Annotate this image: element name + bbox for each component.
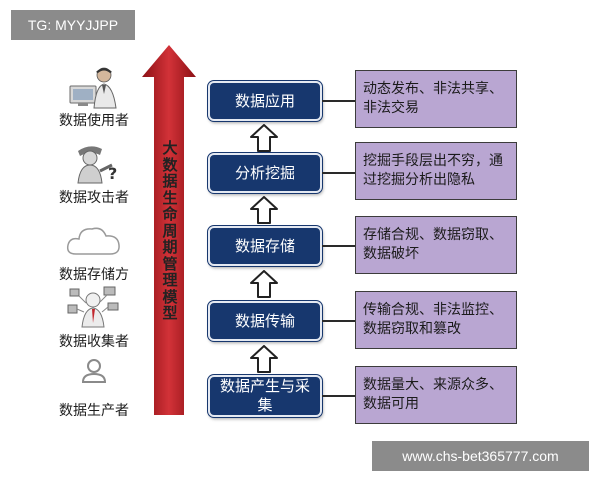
url-watermark: www.chs-bet365777.com [372,441,589,471]
person-icon [81,359,107,383]
connector-line [322,320,356,322]
actor-data-producer: 数据生产者 [44,354,144,420]
up-arrow-icon [250,270,278,298]
stage-label: 数据存储 [234,236,295,255]
risk-text: 数据量大、来源众多、数据可用 [363,377,503,412]
stage-data-application: 数据应用 [208,81,322,121]
tg-watermark: TG: MYYJJPP [11,10,135,40]
actor-data-attacker: ? 数据攻击者 [44,141,144,207]
connector-line [322,395,356,397]
stage-label: 数据应用 [234,91,295,110]
risk-box-generation: 数据量大、来源众多、数据可用 [355,366,517,424]
stage-data-transmission: 数据传输 [208,301,322,341]
risk-text: 传输合规、非法监控、数据窃取和篡改 [363,302,503,337]
actor-label: 数据生产者 [59,403,129,419]
lifecycle-arrow-icon [142,45,196,415]
risk-text: 挖掘手段层出不穷，通过挖掘分析出隐私 [363,153,503,188]
actor-label: 数据攻击者 [59,190,129,206]
connector-line [322,245,356,247]
stage-label: 数据产生与采集 [219,377,310,414]
risk-box-storage: 存储合规、数据窃取、数据破坏 [355,216,517,274]
risk-box-analysis: 挖掘手段层出不穷，通过挖掘分析出隐私 [355,142,517,200]
actor-label: 数据使用者 [59,113,129,129]
collector-icon [67,286,119,328]
connector-line [322,172,356,174]
stage-data-generation-collection: 数据产生与采集 [208,375,322,417]
svg-text:?: ? [108,164,117,183]
up-arrow-icon [250,345,278,373]
actor-label: 数据存储方 [59,267,129,283]
up-arrow-icon [250,124,278,152]
hacker-question-icon: ? [77,146,117,184]
model-title: 大数据生命周期管理模型 [162,139,178,322]
actor-data-user: 数据使用者 [44,64,144,130]
actor-label: 数据收集者 [59,334,129,350]
risk-text: 存储合规、数据窃取、数据破坏 [363,227,503,262]
stage-data-storage: 数据存储 [208,226,322,266]
connector-line [322,100,356,102]
risk-box-application: 动态发布、非法共享、非法交易 [355,70,517,128]
risk-text: 动态发布、非法共享、非法交易 [363,81,503,116]
actor-data-collector: 数据收集者 [44,285,144,351]
up-arrow-icon [250,196,278,224]
actor-data-storage: 数据存储方 [44,218,144,284]
user-at-computer-icon [69,67,117,109]
stage-label: 数据传输 [234,311,295,330]
stage-analysis-mining: 分析挖掘 [208,153,322,193]
cloud-icon [66,227,120,255]
stage-label: 分析挖掘 [234,163,295,182]
risk-box-transmission: 传输合规、非法监控、数据窃取和篡改 [355,291,517,349]
